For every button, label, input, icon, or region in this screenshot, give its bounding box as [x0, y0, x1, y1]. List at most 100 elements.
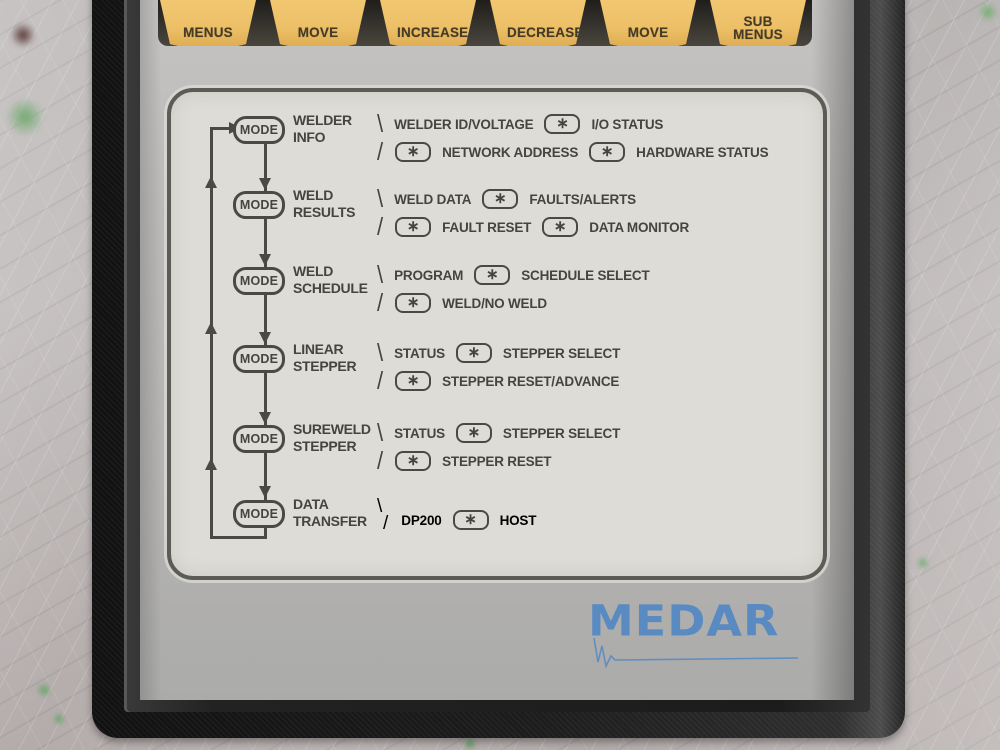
- paint-spot: [916, 556, 930, 570]
- slash-glyph: \: [377, 338, 384, 367]
- flow-label: NETWORK ADDRESS: [442, 144, 579, 160]
- paint-spot: [6, 96, 44, 138]
- flow-label: FAULT RESET: [442, 219, 532, 235]
- flow-label: WELDER ID/VOLTAGE: [394, 116, 534, 132]
- flow-label: STEPPER SELECT: [502, 425, 621, 441]
- flow-label: STEPPER RESET: [442, 453, 552, 469]
- flow-label: STATUS: [394, 345, 445, 361]
- asterisk-key-icon: ∗: [395, 142, 432, 162]
- asterisk-key-icon: ∗: [452, 510, 489, 530]
- mode-lines: DP200∗HOST: [396, 494, 541, 534]
- keypad-backing: [158, 0, 812, 46]
- arrow-down-icon: [258, 486, 271, 498]
- flow-label: DP200: [401, 512, 442, 528]
- mode-name-line: DATA: [293, 496, 329, 512]
- mode-name-line: WELD: [293, 187, 334, 203]
- slash-glyph: \: [377, 260, 384, 289]
- asterisk-key-icon: ∗: [395, 217, 432, 237]
- slash-glyph: \: [377, 496, 383, 517]
- slash-glyph: /: [377, 366, 384, 395]
- key-label: INCREASE: [397, 25, 469, 40]
- mode-name-line: WELDER: [293, 112, 352, 128]
- flow-line-return-top: [209, 127, 232, 130]
- paint-spot: [52, 712, 66, 726]
- slash-glyph: /: [377, 212, 384, 241]
- mode-line: DP200∗HOST: [396, 506, 541, 534]
- slash-glyph: /: [377, 137, 384, 166]
- slash-glyph: \: [377, 418, 384, 447]
- slash-glyph: /: [383, 513, 389, 534]
- slash-glyph: \: [377, 109, 384, 138]
- flow-label: STEPPER RESET/ADVANCE: [442, 373, 620, 389]
- arrow-up-icon: [204, 322, 217, 334]
- mode-button: MODE: [233, 345, 285, 373]
- mode-name-line: SCHEDULE: [293, 280, 368, 296]
- flow-label: PROGRAM: [394, 267, 464, 283]
- mode-name-line: LINEAR: [293, 341, 344, 357]
- key-decrease[interactable]: DECREASE: [490, 0, 586, 46]
- arrow-down-icon: [258, 332, 271, 344]
- mode-name-line: SUREWELD: [293, 421, 371, 437]
- slash-glyph: \: [377, 184, 384, 213]
- slash-stack: \/: [377, 496, 389, 534]
- mode-lines: \STATUS∗STEPPER SELECT/∗STEPPER RESET: [377, 418, 625, 475]
- asterisk-key-icon: ∗: [542, 217, 579, 237]
- key-move-left[interactable]: MOVE: [270, 0, 366, 46]
- mode-name-line: WELD: [293, 263, 334, 279]
- mode-line: \WELDER ID/VOLTAGE∗I/O STATUS: [377, 109, 773, 138]
- flow-label: DATA MONITOR: [589, 219, 690, 235]
- flow-label: STATUS: [394, 425, 445, 441]
- mode-button: MODE: [233, 267, 285, 295]
- mode-button: MODE: [233, 500, 285, 528]
- brand-logo-text: MEDAR: [588, 596, 780, 646]
- arrow-down-icon: [258, 412, 271, 424]
- mode-line: / ∗ FAULT RESET ∗ DATA MONITOR: [377, 212, 694, 241]
- heartbeat-underline-icon: [593, 638, 799, 669]
- key-menus[interactable]: MENUS: [160, 0, 256, 46]
- mode-button: MODE: [233, 425, 285, 453]
- mode-name-line: TRANSFER: [293, 513, 367, 529]
- flow-label: HARDWARE STATUS: [636, 144, 769, 160]
- asterisk-key-icon: ∗: [482, 189, 519, 209]
- mode-lines: \WELDER ID/VOLTAGE∗I/O STATUS/∗NETWORK A…: [377, 109, 773, 166]
- mode-lines: \PROGRAM∗SCHEDULE SELECT/∗WELD/NO WELD: [377, 260, 655, 317]
- arrow-down-icon: [258, 178, 271, 190]
- flow-label: STEPPER SELECT: [502, 345, 621, 361]
- mode-lines: \WELD DATA∗FAULTS/ALERTS/∗FAULT RESET∗DA…: [377, 184, 694, 241]
- mode-lines: \ STATUS ∗ STEPPER SELECT / ∗ STEPPER RESET/AD…: [377, 338, 625, 395]
- keypad: MENUS MOVE INCREASE DECREASE MOVE SUB ME…: [158, 0, 812, 46]
- asterisk-key-icon: ∗: [395, 293, 432, 313]
- mode-name-line: STEPPER: [293, 358, 357, 374]
- paint-spot: [978, 2, 998, 22]
- key-label: MOVE: [297, 25, 339, 40]
- asterisk-key-icon: ∗: [455, 343, 492, 363]
- key-move-right[interactable]: MOVE: [600, 0, 696, 46]
- asterisk-key-icon: ∗: [395, 451, 432, 471]
- flow-label: FAULTS/ALERTS: [529, 191, 636, 207]
- flow-label: WELD/NO WELD: [442, 295, 547, 311]
- key-label: SUB MENUS: [733, 14, 783, 42]
- mode-line: /∗STEPPER RESET: [377, 446, 625, 475]
- arrow-up-icon: [204, 176, 217, 188]
- mode-name-line: INFO: [293, 129, 326, 145]
- key-sub-menus[interactable]: SUB MENUS: [710, 0, 806, 46]
- key-label: DECREASE: [507, 25, 584, 40]
- asterisk-key-icon: ∗: [395, 371, 432, 391]
- key-increase[interactable]: INCREASE: [380, 0, 476, 46]
- mode-line: \PROGRAM∗SCHEDULE SELECT: [377, 260, 655, 289]
- mode-line: / ∗ STEPPER RESET/ADVANCE: [377, 366, 625, 395]
- paint-spot: [10, 22, 36, 48]
- flow-line-return-bottom: [209, 536, 267, 539]
- mode-line: /∗WELD/NO WELD: [377, 288, 655, 317]
- mode-button: MODE: [233, 116, 285, 144]
